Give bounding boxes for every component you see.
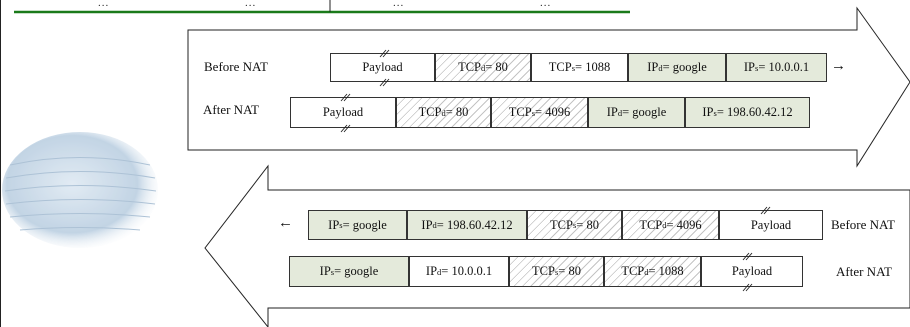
payload-label: Payload bbox=[322, 105, 364, 120]
packet-field-payload: Payload bbox=[330, 53, 435, 82]
row-label-before-nat: Before NAT bbox=[831, 217, 895, 232]
row-label-after-nat: After NAT bbox=[836, 264, 892, 279]
payload-label: Payload bbox=[731, 264, 773, 279]
outbound-arrow bbox=[187, 6, 910, 168]
top-table-ellipsis: ... bbox=[540, 0, 552, 9]
top-table-ellipsis: ... bbox=[393, 0, 405, 9]
payload-label: Payload bbox=[362, 60, 403, 75]
payload-label: Payload bbox=[750, 217, 792, 232]
left-arrow-icon: ← bbox=[278, 215, 293, 231]
packet-field-payload: Payload bbox=[719, 210, 823, 240]
top-table-ellipsis: ... bbox=[98, 0, 110, 9]
right-arrow-icon: → bbox=[831, 58, 846, 74]
row-label-after-nat: After NAT bbox=[203, 102, 259, 117]
globe-watermark-icon bbox=[2, 132, 158, 248]
packet-field-payload: Payload bbox=[701, 256, 803, 287]
packet-field-payload: Payload bbox=[290, 97, 396, 128]
inbound-arrow bbox=[204, 164, 910, 327]
top-table-ellipsis: ... bbox=[245, 0, 257, 9]
row-label-before-nat: Before NAT bbox=[204, 59, 268, 74]
